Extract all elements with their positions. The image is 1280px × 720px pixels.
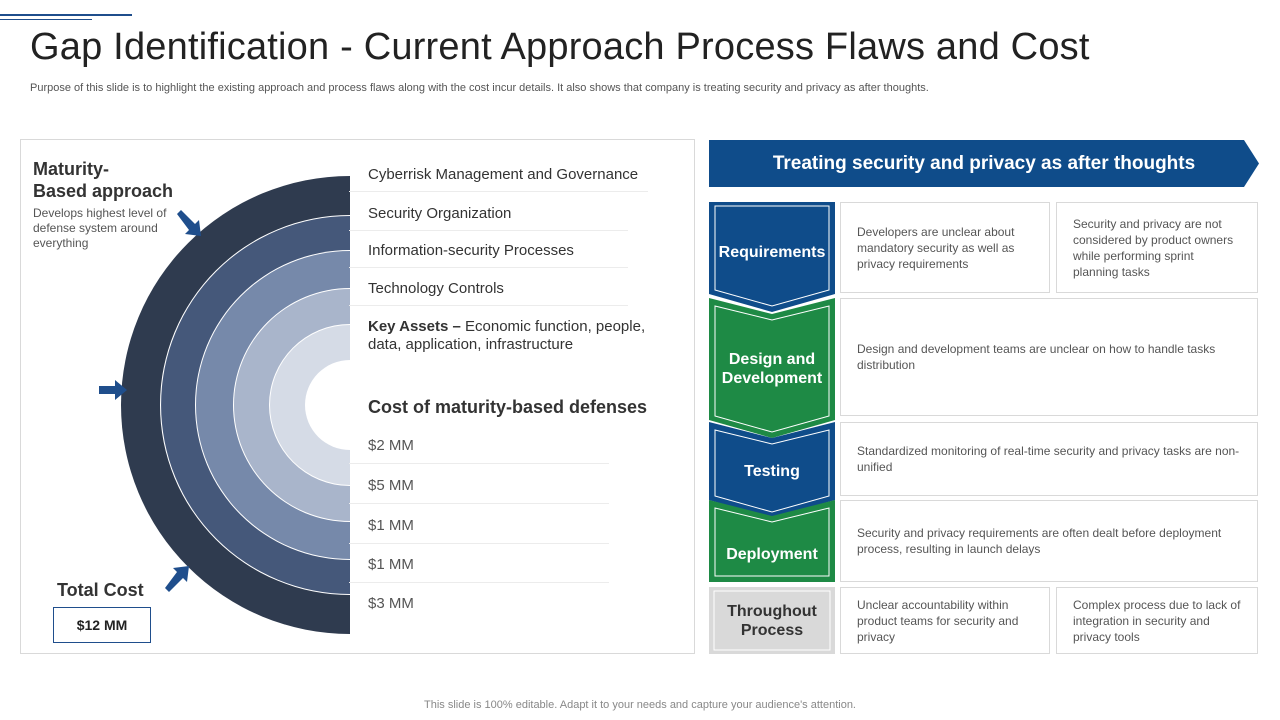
flaw-cell: Standardized monitoring of real-time sec… xyxy=(840,422,1258,496)
stage-throughout-process: Throughout Process xyxy=(709,587,835,654)
flaw-cell: Security and privacy are not considered … xyxy=(1056,202,1258,293)
cost-item: $1 MM xyxy=(349,517,609,544)
cost-item: $1 MM xyxy=(349,556,609,583)
arrow-down-right-icon xyxy=(177,210,201,236)
flaw-cell: Security and privacy requirements are of… xyxy=(840,500,1258,582)
layer-item: Security Organization xyxy=(349,205,628,231)
total-cost-value: $12 MM xyxy=(53,607,151,643)
total-cost-label: Total Cost xyxy=(57,580,144,600)
arc-core xyxy=(305,360,350,450)
cost-heading: Cost of maturity-based defenses xyxy=(368,397,648,417)
flaw-cell: Design and development teams are unclear… xyxy=(840,298,1258,416)
stage-requirements: Requirements xyxy=(709,202,835,312)
banner-title: Treating security and privacy as after t… xyxy=(772,152,1196,174)
stage-box xyxy=(709,587,835,654)
layer-item: Cyberrisk Management and Governance xyxy=(349,166,648,192)
maturity-arcs xyxy=(121,176,350,634)
arrow-up-right-icon xyxy=(165,566,189,592)
banner-shape xyxy=(709,140,1259,187)
key-assets-label: Key Assets – xyxy=(368,318,461,335)
cost-item: $5 MM xyxy=(349,477,609,504)
key-assets-item: Key Assets – Economic function, people, … xyxy=(349,318,668,362)
stage-deployment: Deployment xyxy=(709,500,835,582)
stage-testing: Testing xyxy=(709,422,835,518)
stage-label: Throughout Process xyxy=(727,603,817,639)
layer-item: Information-security Processes xyxy=(349,242,628,268)
accent-line xyxy=(0,14,132,16)
page-subtitle: Purpose of this slide is to highlight th… xyxy=(30,82,929,94)
stage-label: Requirements xyxy=(718,244,826,261)
footer-note: This slide is 100% editable. Adapt it to… xyxy=(424,699,856,711)
arrow-right-icon xyxy=(99,380,127,400)
maturity-title: Maturity- Based approach xyxy=(33,159,174,201)
flaw-cell: Complex process due to lack of integrati… xyxy=(1056,587,1258,654)
maturity-description: Develops highest level of defense system… xyxy=(33,206,167,250)
stage-label: Deployment xyxy=(726,546,818,563)
cost-item: $2 MM xyxy=(349,437,609,464)
stage-chevron xyxy=(709,422,835,518)
accent-line-thin xyxy=(0,19,92,20)
stage-chevron xyxy=(709,298,835,438)
stage-chevron xyxy=(709,202,835,312)
stage-design-development: Design and Development xyxy=(709,298,835,438)
flaw-cell: Unclear accountability within product te… xyxy=(840,587,1050,654)
stage-label: Testing xyxy=(744,463,800,480)
page-title: Gap Identification - Current Approach Pr… xyxy=(30,26,1090,68)
maturity-panel: Maturity- Based approach Develops highes… xyxy=(20,139,695,654)
stage-label: Design and Development xyxy=(721,351,823,387)
layer-item: Technology Controls xyxy=(349,280,628,306)
stage-chevron xyxy=(709,500,835,582)
flaw-cell: Developers are unclear about mandatory s… xyxy=(840,202,1050,293)
key-assets-text: Economic function, people, data, applica… xyxy=(368,318,646,353)
cost-item: $3 MM xyxy=(368,595,414,612)
